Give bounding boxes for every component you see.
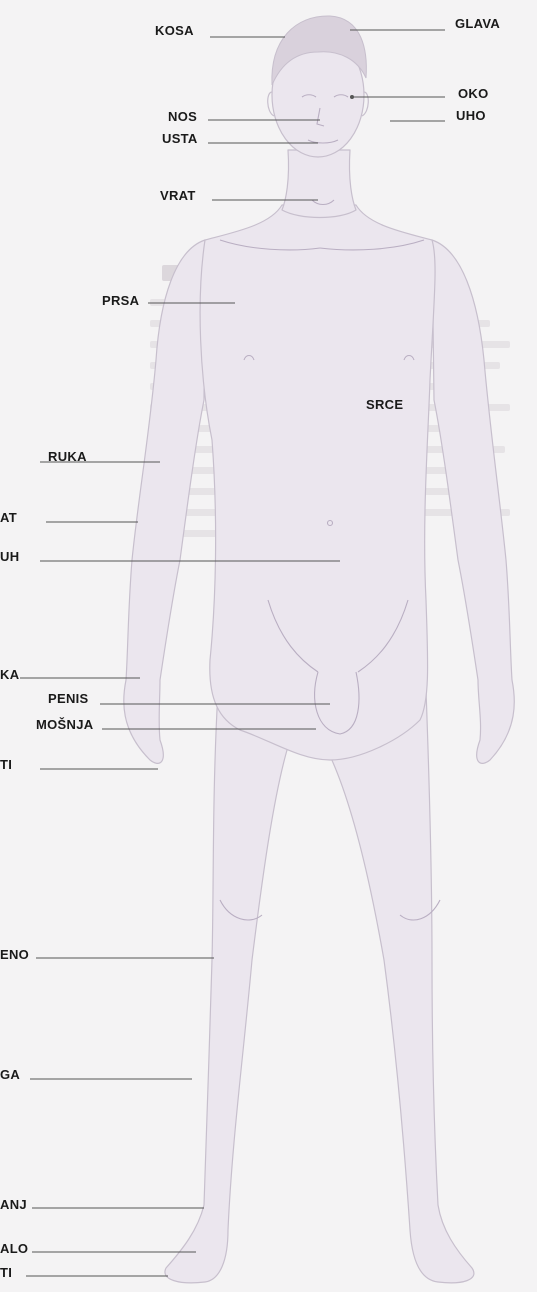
left-arm	[124, 240, 205, 763]
label-koljeno: ENO	[0, 948, 29, 961]
right-leg	[322, 690, 474, 1283]
label-ruka: RUKA	[48, 450, 87, 463]
label-oko: OKO	[458, 87, 489, 100]
label-prsti-noge: TI	[0, 1266, 12, 1279]
label-lakat: AT	[0, 511, 17, 524]
torso	[200, 205, 435, 760]
label-vrat: VRAT	[160, 189, 196, 202]
label-srce: SRCE	[366, 398, 403, 411]
label-glava: GLAVA	[455, 17, 500, 30]
left-leg	[165, 690, 290, 1283]
label-mosnja: MOŠNJA	[36, 718, 93, 731]
right-arm	[432, 240, 514, 763]
label-uho: UHO	[456, 109, 486, 122]
label-trbuh: UH	[0, 550, 19, 563]
neck	[282, 150, 356, 218]
label-prsti: TI	[0, 758, 12, 771]
label-noga: GA	[0, 1068, 20, 1081]
label-saka: KA	[0, 668, 19, 681]
label-kosa: KOSA	[155, 24, 194, 37]
label-usta: USTA	[162, 132, 198, 145]
label-stopalo: ALO	[0, 1242, 28, 1255]
label-glezanj: ANJ	[0, 1198, 27, 1211]
label-prsa: PRSA	[102, 294, 139, 307]
label-penis: PENIS	[48, 692, 89, 705]
label-nos: NOS	[168, 110, 197, 123]
